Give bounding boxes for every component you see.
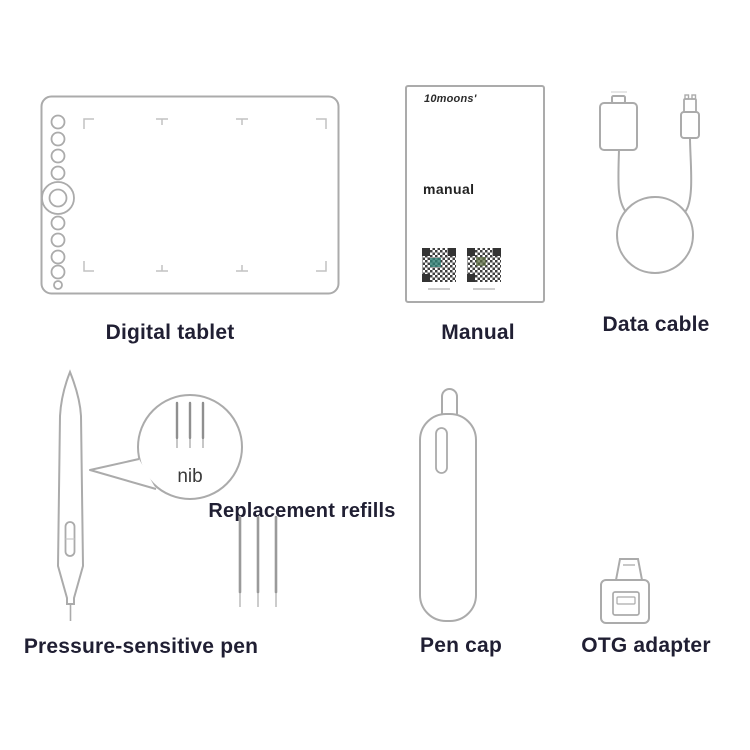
manual-illustration xyxy=(405,85,545,303)
usb-plug-icon xyxy=(680,94,700,139)
otg-adapter-label: OTG adapter xyxy=(581,634,711,657)
tablet-active-area-marks xyxy=(83,118,327,272)
tablet-express-keys xyxy=(41,114,75,290)
manual-brand-text: 10moons' xyxy=(424,93,477,105)
pen-cap-clip xyxy=(435,427,448,474)
nib-refill-icons xyxy=(175,401,205,448)
qr-code-right xyxy=(467,248,501,290)
pressure-sensitive-pen-label: Pressure-sensitive pen xyxy=(23,635,259,658)
tablet-body xyxy=(40,95,340,295)
replacement-refills-label: Replacement refills xyxy=(208,500,396,522)
manual-cover-title: manual xyxy=(423,181,475,197)
callout-tail xyxy=(89,458,157,490)
pen-cap-label: Pen cap xyxy=(420,634,502,657)
nib-callout-text: nib xyxy=(177,466,203,487)
otg-illustration xyxy=(597,556,655,628)
data-cable-illustration xyxy=(593,88,713,298)
adapter-tab xyxy=(611,95,626,104)
coiled-cable xyxy=(616,137,694,274)
nib-callout-bubble xyxy=(80,386,250,510)
tablet-illustration xyxy=(40,95,340,295)
refills-illustration xyxy=(230,514,294,618)
tablet-dial-icon xyxy=(41,181,75,215)
qr-code-left xyxy=(422,248,456,290)
manual-label: Manual xyxy=(441,321,515,344)
power-adapter-icon xyxy=(599,102,638,151)
refill-icons xyxy=(238,515,278,607)
digital-tablet-label: Digital tablet xyxy=(105,321,235,344)
pen-illustration xyxy=(52,369,92,628)
pen-cap-illustration xyxy=(417,387,479,625)
pen-cap-body xyxy=(419,413,477,622)
otg-micro-usb-plug xyxy=(614,558,644,581)
data-cable-label: Data cable xyxy=(602,313,710,336)
